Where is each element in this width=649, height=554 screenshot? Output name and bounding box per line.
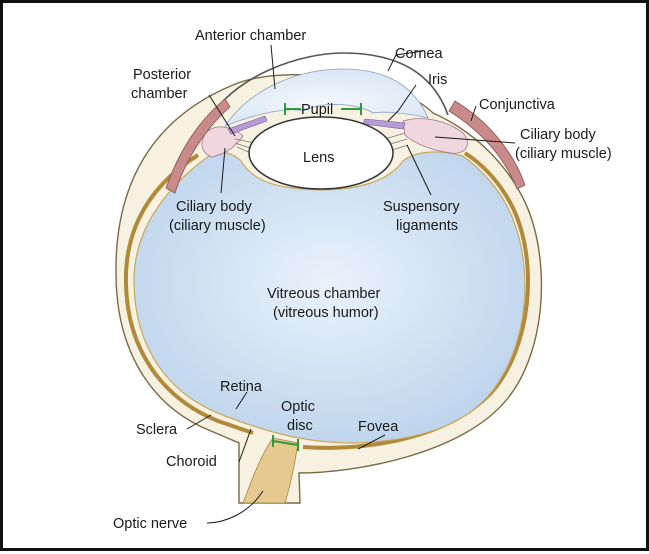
label-fovea: Fovea bbox=[358, 419, 399, 435]
label-optic-disc-2: disc bbox=[287, 418, 313, 434]
label-optic-nerve: Optic nerve bbox=[113, 516, 187, 532]
label-pupil: Pupil bbox=[301, 102, 333, 118]
label-ciliary-body-right-1: Ciliary body bbox=[520, 127, 596, 143]
label-iris: Iris bbox=[428, 72, 447, 88]
label-suspensory-1: Suspensory bbox=[383, 199, 460, 215]
label-posterior-chamber-1: Posterior bbox=[133, 67, 191, 83]
label-cornea: Cornea bbox=[395, 46, 443, 62]
label-posterior-chamber-2: chamber bbox=[131, 86, 188, 102]
label-sclera: Sclera bbox=[136, 422, 178, 438]
label-ciliary-body-left-1: Ciliary body bbox=[176, 199, 252, 215]
label-vitreous-chamber-2: (vitreous humor) bbox=[273, 305, 379, 321]
label-lens: Lens bbox=[303, 150, 334, 166]
label-conjunctiva: Conjunctiva bbox=[479, 97, 556, 113]
label-ciliary-body-right-2: (ciliary muscle) bbox=[515, 146, 612, 162]
label-retina: Retina bbox=[220, 379, 263, 395]
label-vitreous-chamber-1: Vitreous chamber bbox=[267, 286, 381, 302]
label-optic-disc-1: Optic bbox=[281, 399, 315, 415]
label-choroid: Choroid bbox=[166, 454, 217, 470]
eye-anatomy-diagram: Anterior chamber Cornea Posterior chambe… bbox=[3, 3, 649, 554]
label-suspensory-2: ligaments bbox=[396, 218, 458, 234]
label-ciliary-body-left-2: (ciliary muscle) bbox=[169, 218, 266, 234]
label-anterior-chamber: Anterior chamber bbox=[195, 28, 306, 44]
